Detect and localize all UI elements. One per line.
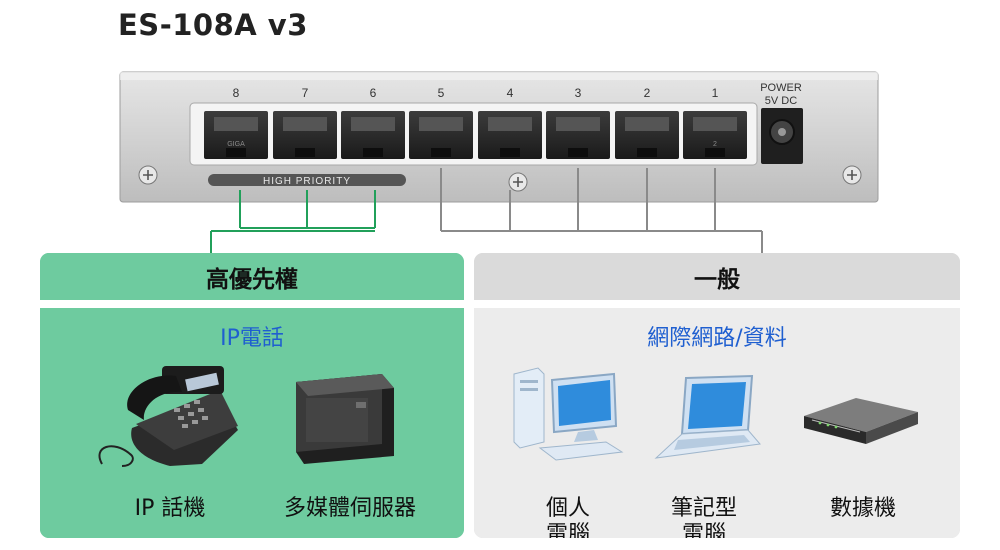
port-number-8: 8 xyxy=(233,86,240,100)
power-voltage-label: 5V DC xyxy=(765,95,797,107)
screw-icon-right xyxy=(842,165,862,185)
desktop-pc-label: 個人 電腦 xyxy=(508,496,628,538)
port-number-1: 1 xyxy=(712,86,719,100)
ethernet-port-7 xyxy=(273,111,337,159)
desktop-pc-label-line-1: 個人 xyxy=(545,496,590,521)
priority-panel: 高優先權 IP電話 IP 話機 多媒體伺服器 xyxy=(40,253,464,538)
port-number-6: 6 xyxy=(370,86,377,100)
ip-phone-label: IP 話機 xyxy=(134,496,206,521)
general-panel-header: 一般 xyxy=(474,253,960,300)
general-category-label: 網際網路/資料 xyxy=(647,326,787,351)
ethernet-port-6 xyxy=(341,111,405,159)
ethernet-port-3 xyxy=(546,111,610,159)
page-title: ES-108A v3 xyxy=(118,8,308,42)
nas-server-icon xyxy=(296,374,394,464)
modem-icon xyxy=(804,398,918,444)
ethernet-port-2 xyxy=(615,111,679,159)
priority-panel-header: 高優先權 xyxy=(40,253,464,300)
ethernet-port-5 xyxy=(409,111,473,159)
general-panel: 一般 網際網路/資料 個人 電腦 筆記型 電腦 xyxy=(474,253,960,538)
ethernet-port-1 xyxy=(683,111,747,159)
ip-phone-icon xyxy=(98,366,238,467)
priority-panel-body: IP電話 IP 話機 多媒體伺服器 xyxy=(40,308,464,538)
panel-divider xyxy=(474,300,960,308)
ethernet-ports xyxy=(204,111,747,159)
high-priority-strip xyxy=(208,174,406,186)
nas-server-label: 多媒體伺服器 xyxy=(283,496,416,521)
general-panel-body: 網際網路/資料 個人 電腦 筆記型 電腦 xyxy=(474,308,960,538)
screw-icon-left xyxy=(138,165,158,185)
power-jack-icon xyxy=(761,108,803,164)
desktop-pc-icon xyxy=(513,367,624,461)
port-8-tag: GIGA xyxy=(227,141,245,148)
power-label: POWER xyxy=(760,82,802,94)
ethernet-port-8 xyxy=(204,111,268,159)
port-number-7: 7 xyxy=(302,86,309,100)
laptop-label: 筆記型 電腦 xyxy=(644,496,764,538)
general-connection-lines xyxy=(440,168,763,253)
priority-connection-lines xyxy=(210,190,376,253)
high-priority-label: HIGH PRIORITY xyxy=(263,176,351,187)
laptop-icon xyxy=(654,374,761,459)
port-1-tag: 2 xyxy=(713,141,717,148)
ethernet-port-4 xyxy=(478,111,542,159)
priority-category-label: IP電話 xyxy=(220,326,284,351)
panel-divider xyxy=(40,300,464,308)
laptop-label-line-1: 筆記型 xyxy=(670,496,737,521)
port-number-2: 2 xyxy=(644,86,651,100)
screw-icon-center xyxy=(508,172,528,192)
laptop-label-line-2: 電腦 xyxy=(681,522,726,538)
switch-diagram: 8 7 6 5 4 3 2 1 xyxy=(119,71,879,253)
port-number-3: 3 xyxy=(575,86,582,100)
port-number-5: 5 xyxy=(438,86,445,100)
modem-label: 數據機 xyxy=(829,496,896,521)
port-number-4: 4 xyxy=(507,86,514,100)
desktop-pc-label-line-2: 電腦 xyxy=(545,522,590,538)
